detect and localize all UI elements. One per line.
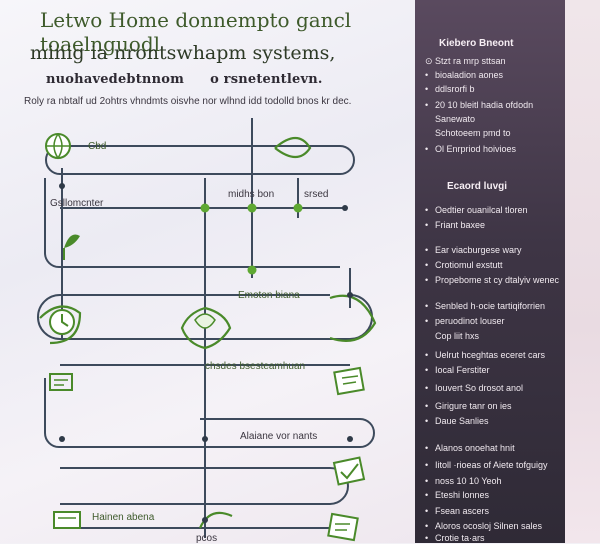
bottom-note: Hainen abena — [92, 512, 155, 523]
panel-item: •ddlsrorfi b — [425, 84, 475, 94]
tools-icon — [49, 373, 73, 391]
junction-node — [247, 203, 257, 213]
lower-note: Alaiane vor nants — [240, 431, 318, 442]
panel-item: Schotoeem pmd to — [435, 128, 511, 138]
endpoint-dot — [59, 183, 65, 189]
endpoint-dots — [59, 183, 353, 523]
caption: nuohavedebtnnom o rsnetentlevn. — [46, 72, 323, 87]
plant-icon — [63, 234, 80, 260]
junction-node — [200, 203, 210, 213]
caption-left: nuohavedebtnnom — [46, 72, 185, 87]
endpoint-dot — [202, 517, 208, 523]
panel-item: •Daue Sanlies — [425, 416, 489, 426]
mid-note: chsdes bsesteamhuan — [205, 361, 306, 372]
panel-item: •Alanos onoehat hnit — [425, 443, 515, 453]
document-icon — [333, 366, 365, 396]
endpoint-dot — [342, 205, 348, 211]
panel-item: ⊙Stzt ra mrp sttsan — [425, 56, 506, 66]
track-row-1 — [60, 145, 355, 175]
icon-group — [45, 133, 366, 542]
panel-item: •noss 10 10 Yeoh — [425, 476, 502, 486]
node-arc-right — [329, 294, 377, 342]
panel-item: •Iouvert So drosot anol — [425, 383, 524, 393]
node-hex-center — [180, 306, 232, 350]
junction-node — [247, 265, 257, 275]
tray-icon — [327, 512, 359, 542]
panel-item: •Iocal Ferstiter — [425, 365, 490, 375]
accent-shapes — [39, 136, 377, 529]
caption-right: o rsnetentlevn. — [210, 72, 323, 87]
node-arc-bottom — [198, 511, 233, 529]
panel-item: •Eteshi lonnes — [425, 490, 490, 500]
track-row-3 — [44, 178, 340, 268]
junction-label-b: srsed — [304, 189, 329, 200]
panel-item: •bioaladion aones — [425, 70, 504, 80]
panel-item: •Ear viacburgese wary — [425, 245, 522, 255]
node-leaf-top — [274, 136, 312, 159]
panel-item: •Iitoll ·rioeas of Aiete tofguigy — [425, 460, 548, 470]
side-panel: Kiebero Bneont ⊙Stzt ra mrp sttsan •bioa… — [415, 0, 565, 543]
clock-icon — [49, 309, 75, 335]
panel-item: •Ol Enrpriod hoivioes — [425, 144, 517, 154]
junction-node — [293, 203, 303, 213]
center-note: Emoton biana — [238, 290, 300, 301]
panel-item: •Fsean ascers — [425, 506, 490, 516]
panel-item: •Oedtier ouanilcal tloren — [425, 205, 528, 215]
row2-tag: Gsllomcnter — [50, 198, 104, 209]
server-icon — [53, 511, 81, 529]
check-box-icon — [332, 456, 366, 486]
endpoint-dot — [202, 436, 208, 442]
junction-label-a: midhs bon — [228, 189, 275, 200]
panel-item: Sanewato — [435, 114, 476, 124]
panel-item: •Propebome st cy dtalyiv wenec — [425, 275, 560, 285]
row1-tag: Cbd — [88, 141, 107, 152]
page-title: Letwo Home donnempto gancl toaelnguodl — [40, 8, 352, 56]
panel-item: •Senbled h·ocie tartiqiforrien — [425, 301, 546, 311]
intro-text: Roly ra nbtalf ud 2ohtrs vhndmts oisvhe … — [24, 96, 352, 107]
panel-item: Cop liit hxs — [435, 331, 480, 341]
track-loop-5 — [44, 378, 375, 448]
leaf-icon — [194, 313, 216, 329]
endpoint-dot — [347, 292, 353, 298]
panel-item: •Crotie ta·ars — [425, 533, 485, 543]
page-subtitle: minig ia nrontswhapm systems, — [30, 42, 336, 64]
endpoint-dot — [59, 436, 65, 442]
panel-item: •Friant baxee — [425, 220, 486, 230]
panel-item: •Girigure tanr on ies — [425, 401, 512, 411]
flow-diagram — [37, 118, 377, 542]
panel-item: •Crotiomul exstutt — [425, 260, 503, 270]
junction-nodes — [200, 203, 303, 275]
node-arc-left — [39, 305, 82, 345]
panel-item: •Aloros ocosloj Silnen sales — [425, 521, 543, 531]
right-edge-wash — [565, 0, 600, 543]
panel-section-2-title: Ecaord luvgi — [447, 181, 508, 192]
panel-item: •20 10 bleitl hadia ofdodn — [425, 100, 534, 110]
endpoint-dot — [347, 436, 353, 442]
panel-item: •Uelrut hceghtas eceret cars — [425, 350, 546, 360]
panel-item: •peruodinot louser — [425, 316, 505, 326]
globe-icon — [45, 133, 71, 160]
bottom-tail: pcos — [196, 533, 218, 544]
panel-section-1-title: Kiebero Bneont — [439, 38, 514, 49]
